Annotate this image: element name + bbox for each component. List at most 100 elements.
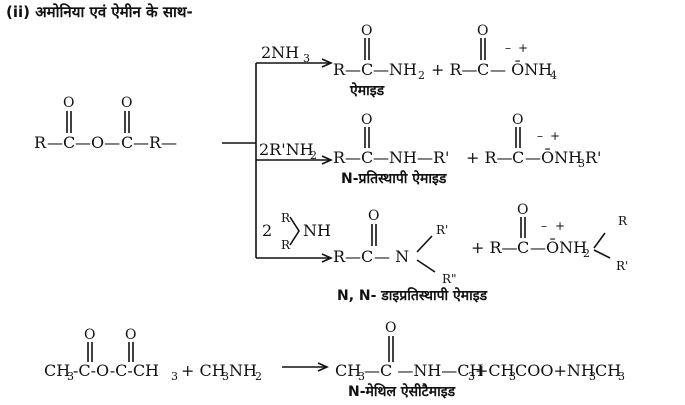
p3-tail-r2: R' bbox=[616, 259, 628, 273]
p1-plus: + R— bbox=[431, 60, 478, 79]
p3-c: C bbox=[361, 247, 373, 266]
bond bbox=[593, 232, 606, 249]
arrow-head bbox=[321, 253, 333, 263]
product-row-1: R— C —NH 2 O + R— C O — ŌNH 4 – + ऐमाइड bbox=[333, 23, 557, 99]
reaction-arrows bbox=[222, 58, 333, 263]
p3-o2: O bbox=[517, 202, 528, 218]
bond bbox=[416, 259, 436, 273]
p2-c: C bbox=[361, 148, 373, 167]
p2-ion-tail: R' bbox=[585, 148, 601, 167]
p3-tail-r1: R bbox=[618, 214, 628, 228]
p2-plus-charge: + bbox=[550, 129, 560, 143]
ex-salt-sub: 3 bbox=[589, 370, 596, 383]
reagent-sub: 3 bbox=[303, 52, 310, 65]
section-heading: (ii) अमोनिया एवं ऐमीन के साथ- bbox=[6, 3, 193, 21]
p3-ion: —ŌNH bbox=[530, 237, 587, 257]
ex-amine-sub: 3 bbox=[222, 370, 229, 383]
p3-caption: N, N- डाइप्रतिस्थापी ऐमाइड bbox=[337, 287, 488, 304]
p3-mid: — N bbox=[374, 247, 409, 266]
p3-ion-sub: 2 bbox=[583, 247, 590, 260]
ex-product-a: CH bbox=[335, 361, 361, 380]
p2-ion-sub: 3 bbox=[578, 157, 585, 170]
anhydride-r-left: R bbox=[34, 133, 47, 152]
reagent-secondary-amine: NH bbox=[303, 221, 331, 240]
anhydride-c1: C bbox=[63, 133, 75, 152]
p2-o2: O bbox=[512, 112, 523, 128]
p2-o1: O bbox=[361, 112, 372, 128]
ex-reactant-a-mid: -C-O-C-CH bbox=[73, 361, 159, 380]
anhydride-oxygen-bridge: —O— bbox=[75, 133, 120, 152]
ex-reactant-a-sub2: 3 bbox=[171, 370, 178, 383]
p2-left: R— bbox=[333, 148, 361, 167]
example-reaction: CH 3 -C-O-C-CH 3 O O + CH 3 NH 2 CH 3 —C… bbox=[44, 320, 625, 400]
ex-plus2: +CH bbox=[475, 361, 515, 380]
reagent-primary-amine: 2R'NH bbox=[259, 140, 314, 159]
p1-ion: — ŌNH bbox=[490, 59, 552, 79]
p2-caption: N-प्रतिस्थापी ऐमाइड bbox=[341, 170, 447, 187]
p1-c: C bbox=[361, 60, 373, 79]
reagent-coefficient: 2 bbox=[262, 221, 272, 240]
anhydride-o1: O bbox=[63, 95, 74, 111]
ex-o2: O bbox=[125, 327, 136, 343]
p3-r2: R" bbox=[442, 272, 457, 286]
p3-plus: + R— bbox=[471, 238, 518, 257]
reagent-2: 2R'NH 2 bbox=[259, 140, 317, 162]
arrow-head bbox=[321, 58, 333, 68]
p3-c2: C bbox=[517, 238, 529, 257]
arrow-head bbox=[321, 155, 333, 165]
anhydride-r-right: —R— bbox=[133, 133, 177, 152]
ex-acid-tail: COO+NH bbox=[515, 361, 595, 380]
ex-acid-sub: 3 bbox=[509, 370, 516, 383]
p3-minus: – bbox=[541, 219, 547, 233]
reagent-r2: R bbox=[281, 238, 291, 252]
p1-right-sub: 2 bbox=[418, 69, 425, 82]
reagent-sub: 2 bbox=[310, 149, 317, 162]
p1-ion-sub: 4 bbox=[550, 69, 557, 82]
p3-plus-charge: + bbox=[555, 219, 565, 233]
product-row-2: R— C —NH—R' O + R— C O —ŌNH 3 R' – + N-प… bbox=[333, 112, 601, 187]
ex-amine-tail: NH bbox=[229, 361, 257, 380]
p2-minus: – bbox=[537, 129, 543, 143]
ex-product-a-sub: 3 bbox=[358, 370, 365, 383]
p1-minus: – bbox=[505, 41, 511, 55]
p1-o1: O bbox=[361, 23, 372, 39]
anhydride-bond: — bbox=[47, 133, 63, 152]
ex-salt-tail: CH bbox=[595, 361, 621, 380]
anhydride: R — C —O— C —R— O O bbox=[34, 95, 177, 152]
ex-plus1: + CH bbox=[181, 361, 226, 380]
p1-plus-charge: + bbox=[518, 41, 528, 55]
reagent-bracket bbox=[289, 216, 300, 246]
p2-ion: —ŌNH bbox=[525, 147, 582, 167]
ex-caption: N-मेथिल ऐसीटैमाइड bbox=[348, 383, 456, 400]
p1-c2: C bbox=[477, 60, 489, 79]
reagent-3: 2 R R NH bbox=[262, 211, 331, 252]
anhydride-o2: O bbox=[121, 95, 132, 111]
bond bbox=[593, 249, 611, 259]
p3-o1: O bbox=[368, 208, 379, 224]
p1-right: —NH bbox=[373, 60, 417, 79]
p1-left: R— bbox=[333, 60, 361, 79]
ex-o3: O bbox=[385, 320, 396, 336]
product-row-3: R— C — N O R' R" + R— C O —ŌNH 2 – + R R… bbox=[333, 202, 628, 304]
ex-salt-sub2: 3 bbox=[618, 370, 625, 383]
reagent-1: 2NH 3 bbox=[261, 43, 310, 65]
ex-product-a-sub2: 3 bbox=[468, 370, 475, 383]
arrow-head bbox=[317, 362, 329, 372]
anhydride-c2: C bbox=[121, 133, 133, 152]
p2-c2: C bbox=[512, 148, 524, 167]
p2-right: —NH—R' bbox=[373, 148, 449, 167]
reagent-r1: R bbox=[281, 211, 291, 225]
p3-r1: R' bbox=[436, 223, 448, 237]
reagent-ammonia: 2NH bbox=[261, 43, 299, 62]
ex-reactant-a-sub: 3 bbox=[67, 370, 74, 383]
p2-plus: + R— bbox=[466, 148, 513, 167]
p1-o2: O bbox=[477, 23, 488, 39]
ex-o1: O bbox=[84, 327, 95, 343]
bond bbox=[416, 235, 433, 253]
ex-amine-sub2: 2 bbox=[255, 370, 262, 383]
ex-product-a-mid: —C —NH—CH bbox=[364, 361, 484, 380]
ex-reactant-a: CH bbox=[44, 361, 70, 380]
p3-left: R— bbox=[333, 247, 361, 266]
p1-caption: ऐमाइड bbox=[349, 82, 385, 99]
